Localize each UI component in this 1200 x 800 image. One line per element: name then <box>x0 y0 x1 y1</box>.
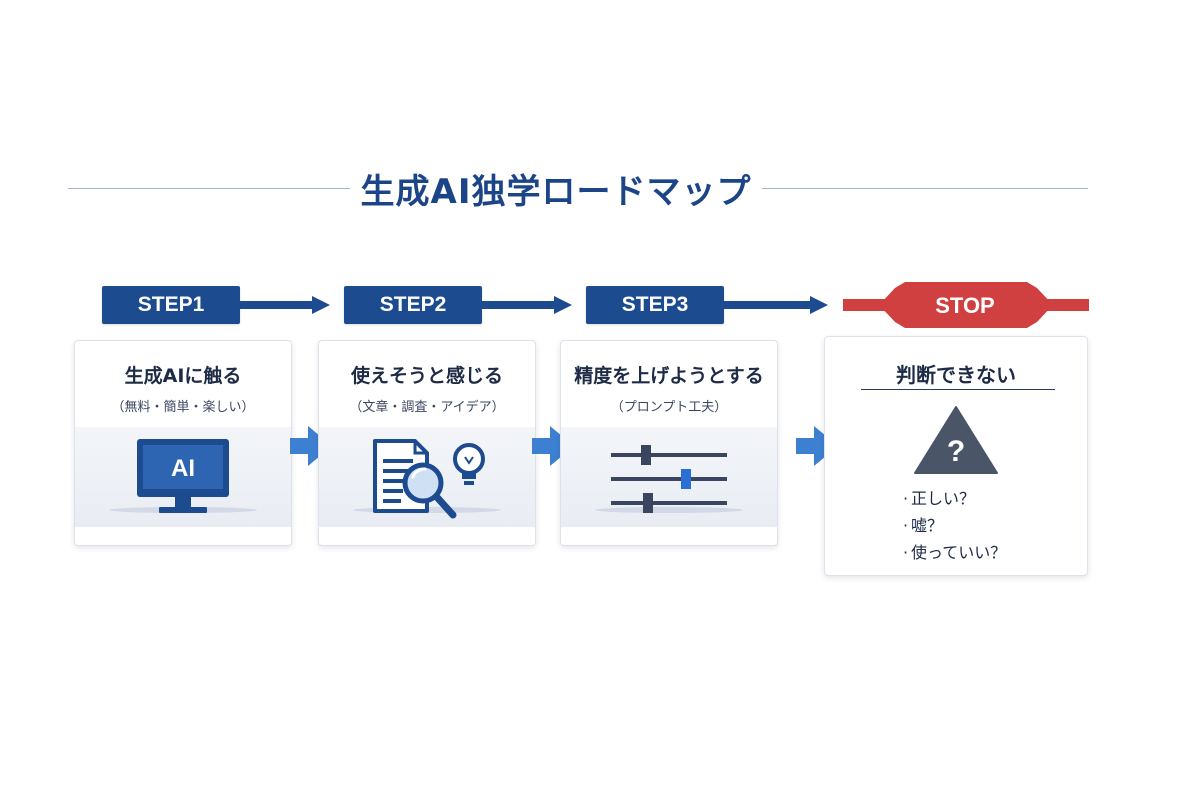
warning-question-icon: ? <box>914 406 998 474</box>
step3-card: 精度を上げようとする （プロンプト工夫） <box>560 340 778 546</box>
stop-question-item: ·嘘？ <box>903 516 944 535</box>
step2-title: 使えそうと感じる <box>350 365 503 387</box>
step3-badge: STEP3 <box>586 286 724 324</box>
title-rule-left <box>68 188 350 189</box>
stop-title-underline <box>861 389 1055 390</box>
stop-card: 判断できない ? ·正しい？ ·嘘？ ·使っていい？ <box>824 336 1088 576</box>
step1-badge: STEP1 <box>102 286 240 324</box>
page-title: 生成AI独学ロードマップ <box>360 172 752 212</box>
step2-badge: STEP2 <box>344 286 482 324</box>
step2-card: 使えそうと感じる （文章・調査・アイデア） <box>318 340 536 546</box>
step2-subtitle: （文章・調査・アイデア） <box>349 400 505 415</box>
stop-badge: STOP <box>935 293 995 318</box>
header-arrow-3 <box>724 296 828 314</box>
sliders-icon <box>611 445 727 513</box>
step1-illustration: AI <box>75 427 291 527</box>
stop-question-list: ·正しい？ ·嘘？ ·使っていい？ <box>903 485 1006 566</box>
stop-question-item: ·使っていい？ <box>903 543 1007 562</box>
step3-subtitle: （プロンプト工夫） <box>610 400 728 415</box>
step2-illustration <box>319 427 535 527</box>
header-arrow-1 <box>240 296 330 314</box>
monitor-ai-icon: AI <box>137 439 229 513</box>
monitor-ai-text: AI <box>171 455 195 482</box>
step3-illustration <box>561 427 777 527</box>
warning-question-mark: ? <box>947 435 965 468</box>
stop-title: 判断できない <box>896 363 1016 387</box>
step1-card: 生成AIに触る （無料・簡単・楽しい） AI <box>74 340 292 546</box>
step3-title: 精度を上げようとする <box>574 365 764 387</box>
stop-question-item: ·正しい？ <box>903 489 976 508</box>
step1-title: 生成AIに触る <box>124 365 242 387</box>
header-arrow-2 <box>482 296 572 314</box>
title-rule-right <box>762 188 1088 189</box>
document-search-bulb-icon <box>373 439 485 519</box>
step1-subtitle: （無料・簡単・楽しい） <box>111 400 255 415</box>
stop-badge-shape <box>843 282 1089 328</box>
